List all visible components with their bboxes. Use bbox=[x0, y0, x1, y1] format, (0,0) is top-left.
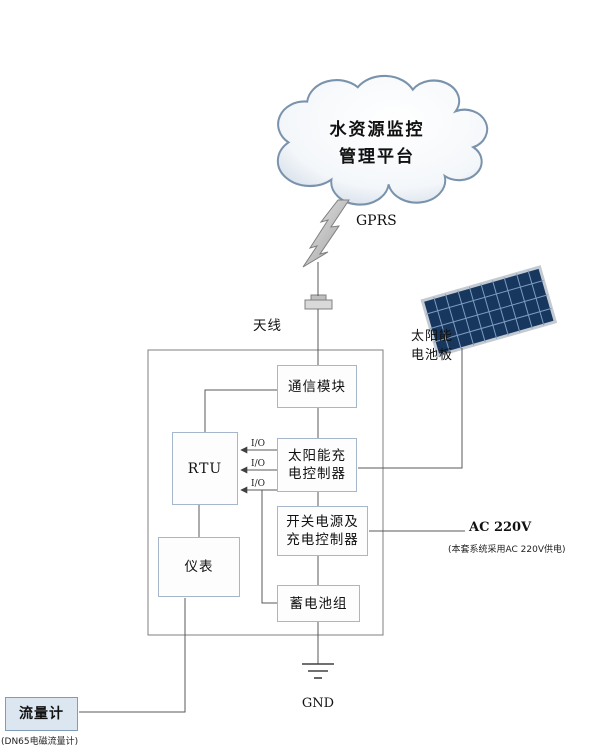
node-solar-controller: 太阳能充 电控制器 bbox=[277, 438, 357, 492]
power-controller-label-line1: 开关电源及 bbox=[286, 514, 359, 530]
solar-panel-icon bbox=[420, 265, 558, 358]
solar-controller-label-line2: 电控制器 bbox=[288, 466, 346, 482]
rtu-label: RTU bbox=[187, 460, 223, 477]
cloud-shape bbox=[276, 74, 489, 206]
io-label-1: I/O bbox=[251, 439, 265, 449]
cloud-platform-title: 水资源监控 管理平台 bbox=[287, 117, 467, 171]
wire-battery-branch bbox=[261, 490, 277, 604]
node-power-controller: 开关电源及 充电控制器 bbox=[277, 506, 368, 556]
solar-panel-label-line2: 电池板 bbox=[411, 348, 454, 363]
power-controller-label-line2: 充电控制器 bbox=[286, 532, 359, 548]
node-comm-module: 通信模块 bbox=[277, 365, 357, 408]
gnd-label: GND bbox=[301, 696, 335, 711]
flow-meter-label: 流量计 bbox=[19, 706, 64, 722]
antenna-label: 天线 bbox=[253, 318, 282, 334]
ground-symbol-icon bbox=[302, 663, 334, 679]
instrument-label: 仪表 bbox=[184, 559, 214, 575]
node-instrument: 仪表 bbox=[158, 537, 240, 597]
wire-flowmeter-to-instrument bbox=[79, 598, 186, 713]
io-label-2: I/O bbox=[251, 459, 265, 469]
battery-pack-label: 蓄电池组 bbox=[289, 595, 348, 612]
ac-power-label: AC 220V bbox=[469, 520, 532, 535]
wire-rtu-to-comm bbox=[204, 389, 277, 432]
connector-lines bbox=[79, 262, 465, 713]
cloud-title-line2: 管理平台 bbox=[339, 147, 415, 167]
solar-controller-label-line1: 太阳能充 bbox=[288, 448, 346, 464]
wire-solarpanel-to-ctrl bbox=[358, 348, 463, 469]
comm-module-label: 通信模块 bbox=[288, 378, 346, 395]
cloud-title-line1: 水资源监控 bbox=[329, 120, 425, 140]
gprs-label: GPRS bbox=[356, 213, 397, 229]
ac-power-note: (本套系统采用AC 220V供电) bbox=[448, 545, 566, 555]
solar-panel-label-line1: 太阳能 bbox=[411, 329, 454, 344]
lightning-icon bbox=[302, 199, 350, 268]
antenna-icon bbox=[304, 294, 333, 310]
flow-meter-note: (DN65电磁流量计) bbox=[1, 737, 79, 747]
io-label-3: I/O bbox=[251, 479, 265, 489]
solar-panel-label: 太阳能 电池板 bbox=[411, 327, 461, 365]
node-rtu: RTU bbox=[172, 432, 238, 505]
outer-enclosure-box bbox=[147, 349, 384, 636]
node-flow-meter: 流量计 bbox=[5, 697, 78, 731]
node-battery-pack: 蓄电池组 bbox=[277, 585, 360, 622]
